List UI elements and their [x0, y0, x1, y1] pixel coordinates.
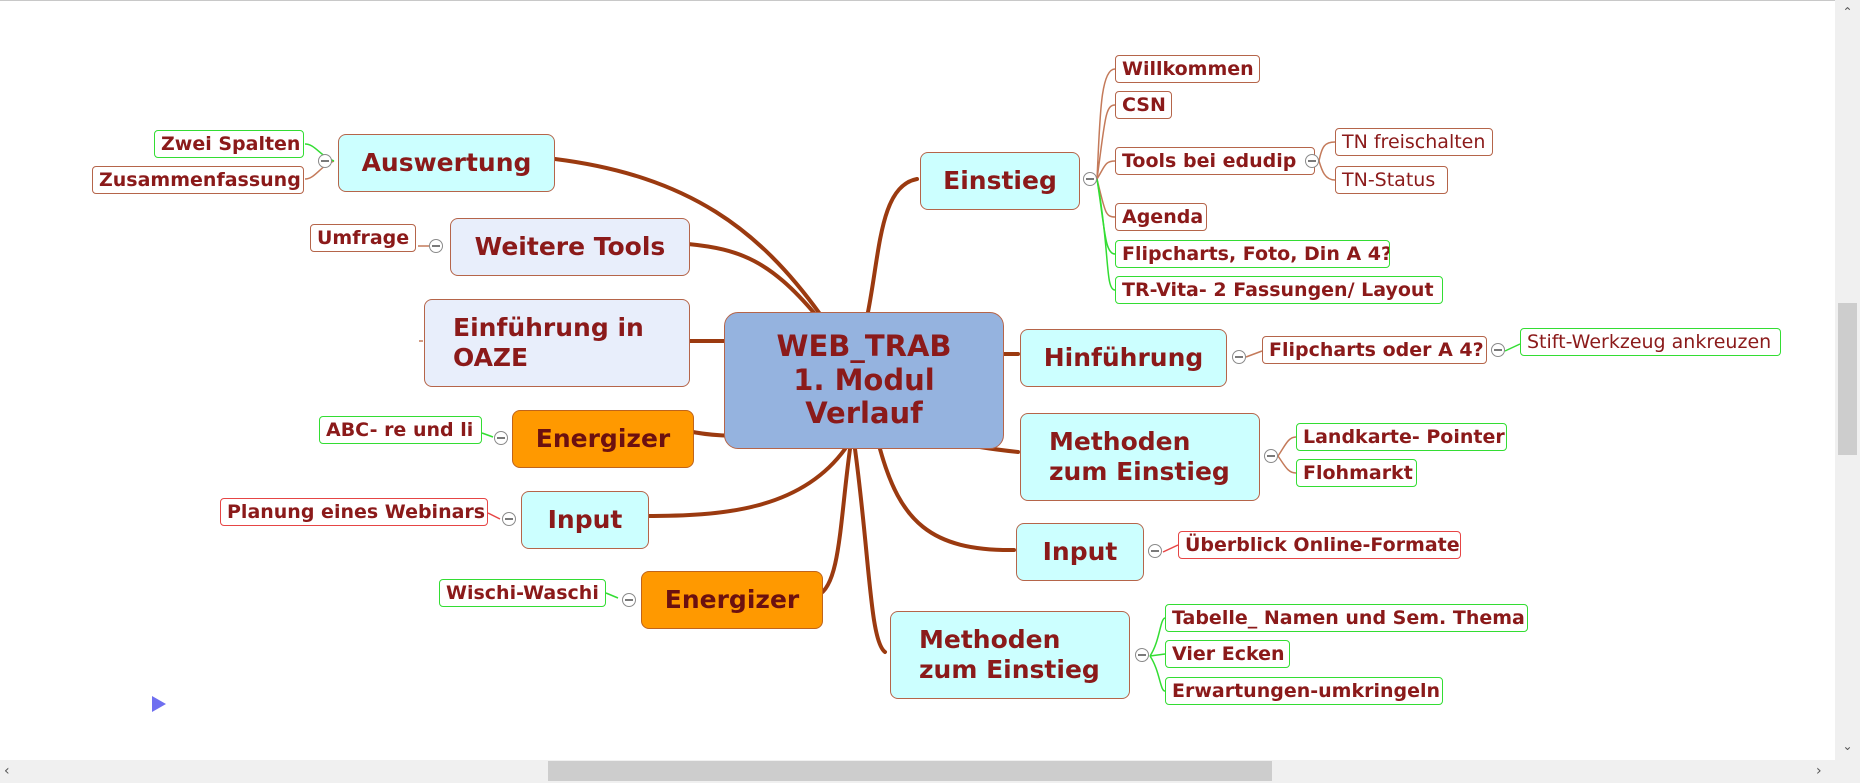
- subtopic-umfrage[interactable]: Umfrage: [310, 224, 416, 252]
- subtopic-willkommen[interactable]: Willkommen: [1115, 55, 1260, 83]
- collapse-icon[interactable]: [1148, 544, 1162, 558]
- vertical-scroll-thumb[interactable]: [1838, 303, 1857, 455]
- subtopic-tools-edudip[interactable]: Tools bei edudip: [1115, 147, 1315, 175]
- scroll-up-chevron-icon[interactable]: ⌃: [1842, 5, 1853, 19]
- subtopic-wischi-waschi[interactable]: Wischi-Waschi: [439, 579, 606, 607]
- subtopic-stift-werkzeug[interactable]: Stift-Werkzeug ankreuzen: [1520, 328, 1781, 356]
- collapse-icon[interactable]: [429, 239, 443, 253]
- subtopic-flipcharts-a4[interactable]: Flipcharts oder A 4?: [1262, 336, 1487, 364]
- collapse-icon[interactable]: [1264, 449, 1278, 463]
- subtopic-landkarte-pointer[interactable]: Landkarte- Pointer: [1296, 423, 1507, 451]
- topic-input-right[interactable]: Input: [1016, 523, 1144, 581]
- scroll-down-chevron-icon[interactable]: ⌄: [1842, 739, 1853, 753]
- collapse-icon[interactable]: [1083, 172, 1097, 186]
- topic-methoden-2[interactable]: Methoden zum Einstieg: [890, 611, 1130, 699]
- subtopic-csn[interactable]: CSN: [1115, 91, 1172, 119]
- collapse-icon[interactable]: [1491, 343, 1505, 357]
- topic-auswertung[interactable]: Auswertung: [338, 134, 555, 192]
- subtopic-flohmarkt[interactable]: Flohmarkt: [1296, 459, 1417, 487]
- collapse-icon[interactable]: [318, 154, 332, 168]
- central-topic[interactable]: WEB_TRAB 1. Modul Verlauf: [724, 312, 1004, 449]
- subtopic-tabelle-namen[interactable]: Tabelle_ Namen und Sem. Thema: [1165, 604, 1528, 632]
- scroll-left-chevron-icon[interactable]: ‹: [4, 763, 10, 779]
- horizontal-scroll-thumb[interactable]: [548, 761, 1272, 781]
- subtopic-tn-freischalten[interactable]: TN freischalten: [1335, 128, 1493, 156]
- topic-einstieg[interactable]: Einstieg: [920, 152, 1080, 210]
- collapse-icon[interactable]: [1305, 154, 1319, 168]
- mindmap-canvas[interactable]: WEB_TRAB 1. Modul Verlauf Auswertung Zwe…: [0, 0, 1835, 761]
- topic-methoden-1[interactable]: Methoden zum Einstieg: [1020, 413, 1260, 501]
- subtopic-zwei-spalten[interactable]: Zwei Spalten: [154, 130, 304, 158]
- topic-einfuehrung-oaze[interactable]: Einführung in OAZE: [424, 299, 690, 387]
- subtopic-tr-vita[interactable]: TR-Vita- 2 Fassungen/ Layout: [1115, 276, 1443, 304]
- subtopic-agenda[interactable]: Agenda: [1115, 203, 1207, 231]
- topic-input-left[interactable]: Input: [521, 491, 649, 549]
- subtopic-zusammenfassung[interactable]: Zusammenfassung: [92, 166, 304, 194]
- subtopic-planung-webinars[interactable]: Planung eines Webinars: [220, 498, 488, 526]
- subtopic-erwartungen[interactable]: Erwartungen-umkringeln: [1165, 677, 1443, 705]
- subtopic-ueberblick-online-formate[interactable]: Überblick Online-Formate: [1178, 531, 1461, 559]
- scrollbar-corner: [1835, 760, 1860, 783]
- collapse-icon[interactable]: [1135, 648, 1149, 662]
- subtopic-flipcharts-foto[interactable]: Flipcharts, Foto, Din A 4?: [1115, 240, 1390, 268]
- scroll-right-chevron-icon[interactable]: ›: [1816, 763, 1822, 779]
- collapse-icon[interactable]: [1232, 350, 1246, 364]
- topic-energizer-1[interactable]: Energizer: [512, 410, 694, 468]
- subtopic-vier-ecken[interactable]: Vier Ecken: [1165, 640, 1290, 668]
- play-triangle-icon[interactable]: [152, 696, 166, 712]
- topic-energizer-2[interactable]: Energizer: [641, 571, 823, 629]
- collapse-icon[interactable]: [502, 512, 516, 526]
- collapse-icon[interactable]: [494, 431, 508, 445]
- subtopic-abc-re-und-li[interactable]: ABC- re und li: [319, 416, 482, 444]
- collapse-icon[interactable]: [622, 593, 636, 607]
- topic-hinfuehrung[interactable]: Hinführung: [1020, 329, 1227, 387]
- subtopic-tn-status[interactable]: TN-Status: [1335, 166, 1448, 194]
- topic-weitere-tools[interactable]: Weitere Tools: [450, 218, 690, 276]
